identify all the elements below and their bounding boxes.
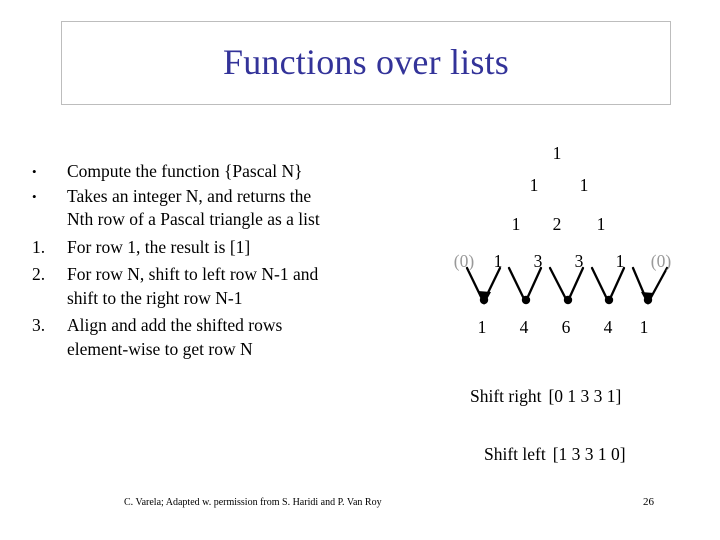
list-item-line: For row N, shift to left row N-1 and: [67, 264, 319, 284]
triangle-result-cell: 1: [639, 317, 649, 337]
list-item-number-marker: 1.: [32, 236, 46, 257]
triangle-cell: 2: [552, 214, 562, 234]
vertex-dot: [521, 295, 531, 305]
list-item-line: element-wise to get row N: [67, 338, 253, 359]
zigzag-segment: [590, 266, 610, 303]
zigzag-segment: [507, 266, 527, 303]
list-item: 1. For row 1, the result is [1]: [20, 236, 430, 260]
list-item-line: For row 1, the result is [1]: [67, 236, 251, 257]
triangle-cell: 1: [579, 175, 589, 195]
zigzag-segment: [524, 266, 543, 303]
page-number: 26: [643, 496, 654, 508]
list-item-content: Align and add the shifted rows element-w…: [67, 314, 430, 361]
list-item-number-marker: 3.: [32, 315, 46, 335]
shift-right-vector: [0 1 3 3 1]: [548, 386, 622, 406]
triangle-result-cell: 4: [603, 317, 613, 337]
zigzag-segment: [548, 266, 569, 303]
list-item-line: shift to the right row N-1: [67, 287, 243, 308]
shift-left-label: Shift left: [484, 444, 546, 464]
list-item-bullet-marker: •: [32, 164, 37, 179]
triangle-cell: 1: [493, 251, 503, 271]
triangle-result-cell: 1: [477, 317, 487, 337]
arrow-head-icon: [641, 292, 654, 305]
shift-right-caption: Shift right [0 1 3 3 1]: [470, 385, 621, 407]
list-item: • Takes an integer N, and returns the Nt…: [20, 185, 430, 232]
triangle-cell: 3: [574, 251, 584, 271]
vertex-dot: [604, 295, 614, 305]
triangle-cell: 1: [596, 214, 606, 234]
list-item-number-marker: 2.: [32, 264, 46, 284]
list-item-content: Takes an integer N, and returns the Nth …: [67, 185, 430, 232]
body-text-placeholder: • Compute the function {Pascal N} • Take…: [20, 160, 430, 362]
zigzag-segment: [566, 266, 585, 303]
list-item-bullet-marker: •: [32, 188, 37, 204]
triangle-pad-zero-right: (0): [650, 251, 672, 271]
list-item: • Compute the function {Pascal N}: [20, 160, 430, 184]
triangle-result-cell: 4: [519, 317, 529, 337]
arrow-head-icon: [478, 291, 491, 305]
zigzag-segment: [607, 266, 626, 303]
triangle-cell: 1: [529, 175, 539, 195]
list-item-content: Compute the function {Pascal N}: [67, 160, 430, 184]
triangle-cell: 3: [533, 251, 543, 271]
list-item-content: For row 1, the result is [1]: [67, 236, 430, 260]
triangle-cell: 1: [552, 143, 562, 163]
triangle-cell: 1: [615, 251, 625, 271]
page-title: Functions over lists: [222, 42, 509, 83]
shift-left-vector: [1 3 3 1 0]: [552, 444, 626, 464]
zigzag-vertex-dots: [479, 295, 653, 305]
footer-credit: C. Varela; Adapted w. permission from S.…: [124, 497, 382, 508]
triangle-pad-zero-left: (0): [453, 251, 475, 271]
list-item-line: Align and add the shifted rows: [67, 315, 283, 335]
title-placeholder: Functions over lists: [61, 21, 671, 105]
list-item: 3. Align and add the shifted rows elemen…: [20, 314, 430, 361]
list-item-line: Takes an integer N, and returns the: [67, 185, 312, 206]
shift-left-caption: Shift left [1 3 3 1 0]: [484, 443, 626, 465]
vertex-dot: [563, 295, 573, 305]
list-item-line: Nth row of a Pascal triangle as a list: [67, 209, 320, 229]
shift-right-label: Shift right: [470, 386, 542, 406]
list-item: 2. For row N, shift to left row N-1 and …: [20, 263, 430, 310]
triangle-cell: 1: [511, 214, 521, 234]
zigzag-arrow-heads: [478, 291, 654, 305]
zigzag-arrows-graphic: [465, 266, 669, 305]
list-item-line: Compute the function {Pascal N}: [67, 161, 303, 181]
list-item-content: For row N, shift to left row N-1 and shi…: [67, 263, 430, 310]
pascal-triangle-diagram: 1 1 1 1 2 1 (0) 1 3 3 1 (0) 1 4 6 4 1: [440, 128, 702, 343]
triangle-result-cell: 6: [561, 317, 571, 337]
